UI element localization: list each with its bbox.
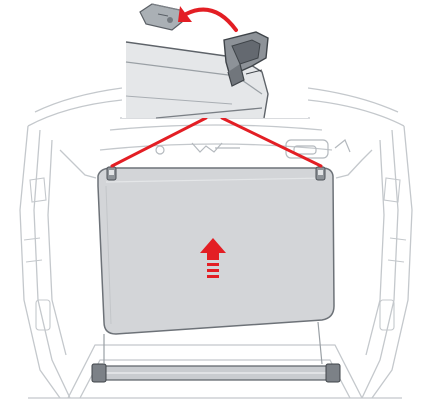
cover-peg-left: [107, 167, 116, 180]
right-side-details: [380, 178, 406, 330]
cover-cross-rail: [92, 364, 340, 382]
cover-peg-right: [316, 167, 325, 180]
left-side-details: [24, 178, 50, 330]
